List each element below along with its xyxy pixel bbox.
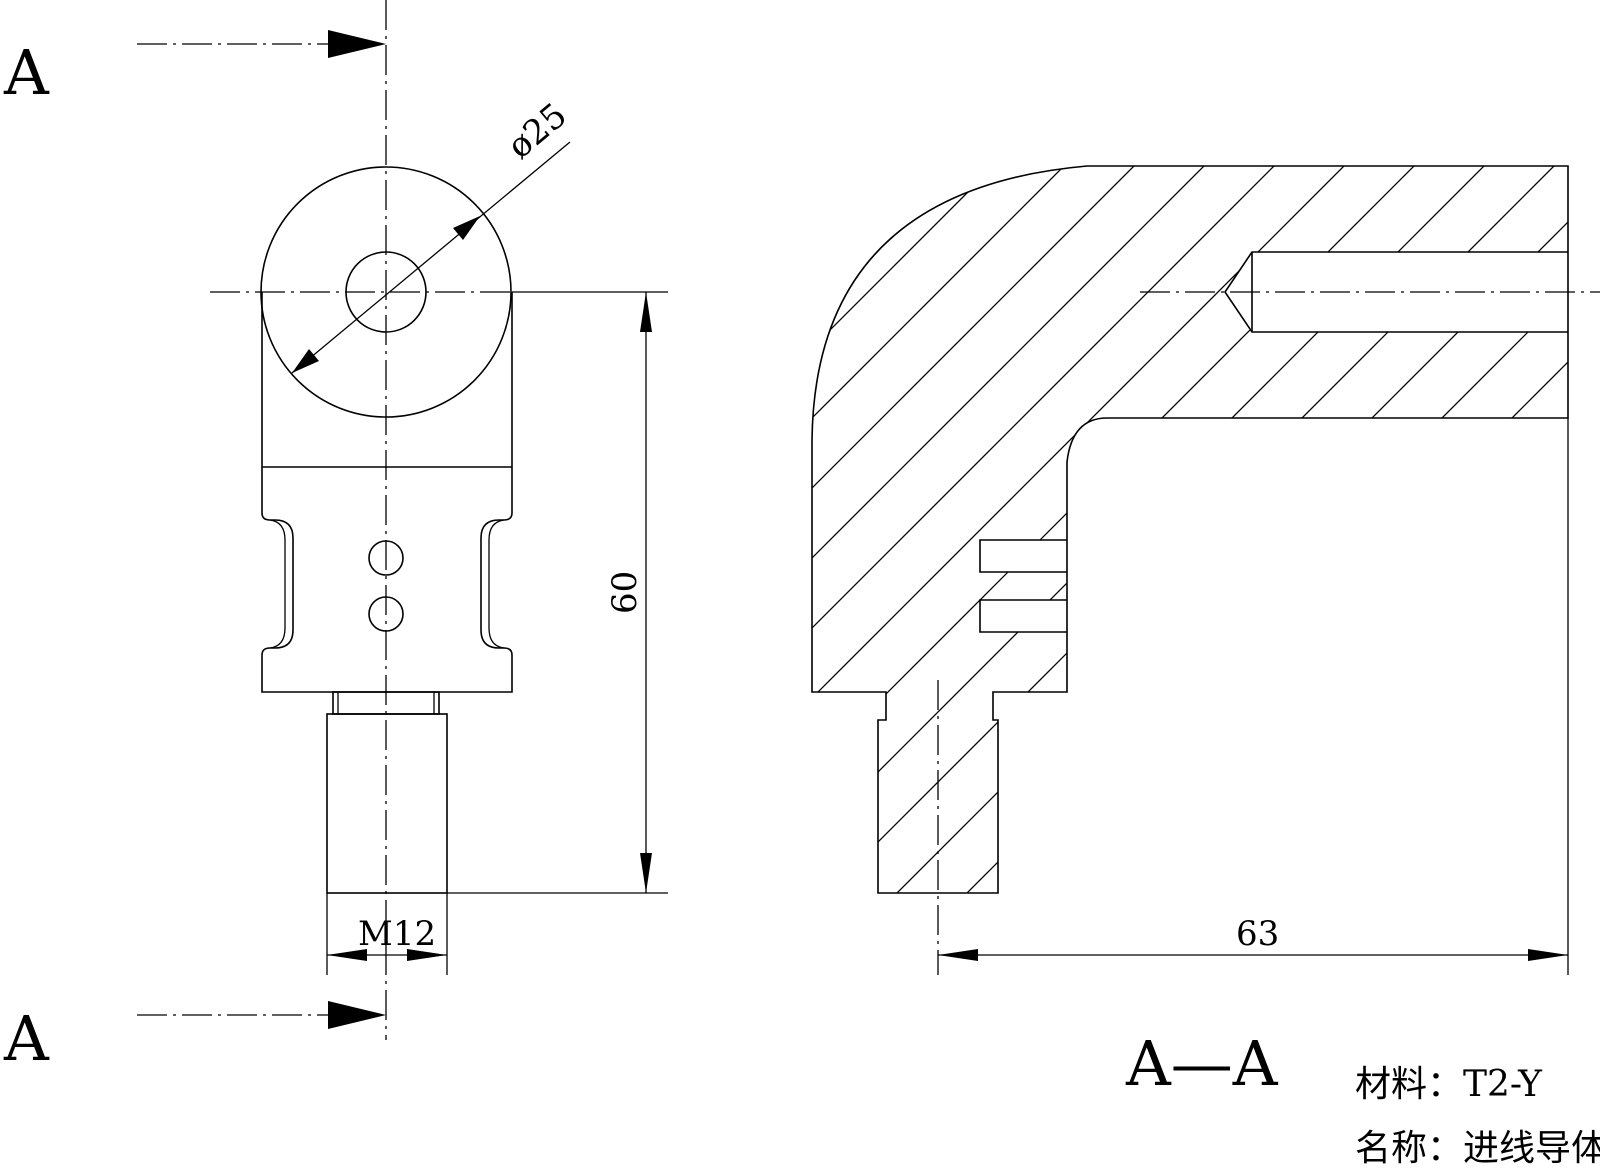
diameter-arrow-upper (453, 216, 480, 240)
hatch-line (1244, 166, 1568, 893)
cross-hole-upper (980, 540, 1067, 572)
hatch-line (0, 0, 600, 1175)
head-circle (260, 166, 512, 418)
thread-arrow-right (407, 949, 447, 961)
right-groove-inner (488, 519, 505, 649)
diameter-arrow-lower (292, 349, 319, 373)
section-arrow-top (328, 30, 386, 58)
height-arrow-bottom (640, 853, 652, 893)
hatch-line (1314, 166, 1568, 893)
bore-circle (345, 251, 427, 333)
section-outline (811, 165, 1569, 894)
diameter-label: ø25 (500, 95, 575, 167)
hatch-line (812, 166, 951, 893)
hatch-line (812, 166, 881, 893)
hatch-line (812, 166, 1161, 893)
hatch-line (812, 166, 1231, 893)
hatch-line (812, 166, 1091, 893)
name-note: 名称：进线导体 (1355, 1128, 1600, 1169)
hatch-line (812, 166, 1568, 893)
hatch-line (812, 166, 1568, 893)
thread-stud (326, 713, 448, 894)
hatch-line (812, 166, 1021, 893)
thread-label: M12 (358, 914, 436, 954)
front-view: ø25 60 M12 A A (3, 0, 668, 1075)
body-outline (261, 292, 513, 693)
height-arrow-top (640, 292, 652, 332)
hatch-line (812, 166, 1371, 893)
hatch-line (1104, 166, 1568, 893)
hatch-line (1174, 166, 1568, 893)
bore-outline (1224, 251, 1568, 333)
cross-hole-upper-outline (979, 539, 1067, 573)
diameter-dim-line (291, 141, 571, 374)
hatch-line (812, 166, 1301, 893)
hatch-line (812, 166, 1568, 893)
cross-hole-lower-outline (979, 599, 1067, 633)
hatch-line (894, 166, 1568, 893)
hatch-line (964, 166, 1568, 893)
hatch-line (0, 0, 810, 1175)
left-groove-inner (269, 519, 286, 649)
hatch-line (0, 0, 670, 1175)
section-marker-top: A (3, 36, 50, 109)
section-arrow-bottom (328, 1001, 386, 1029)
thread-arrow-left (327, 949, 367, 961)
hatch-line (812, 166, 1511, 893)
length-label: 63 (1236, 914, 1279, 954)
hole-upper (368, 540, 404, 576)
hatch-line (812, 166, 1568, 893)
hole-lower (368, 596, 404, 632)
height-label: 60 (605, 571, 645, 614)
hatch-line (1034, 166, 1568, 893)
length-arrow-right (1528, 949, 1568, 961)
hatch-line (812, 166, 1568, 893)
cross-hole-lower (980, 600, 1067, 632)
hatch-line (824, 166, 1568, 893)
hatch-line (812, 166, 1441, 893)
length-arrow-left (938, 949, 978, 961)
section-marker-bottom: A (3, 1002, 50, 1075)
section-title: A—A (1125, 1027, 1279, 1100)
material-note: 材料：T2-Y (1355, 1064, 1543, 1105)
